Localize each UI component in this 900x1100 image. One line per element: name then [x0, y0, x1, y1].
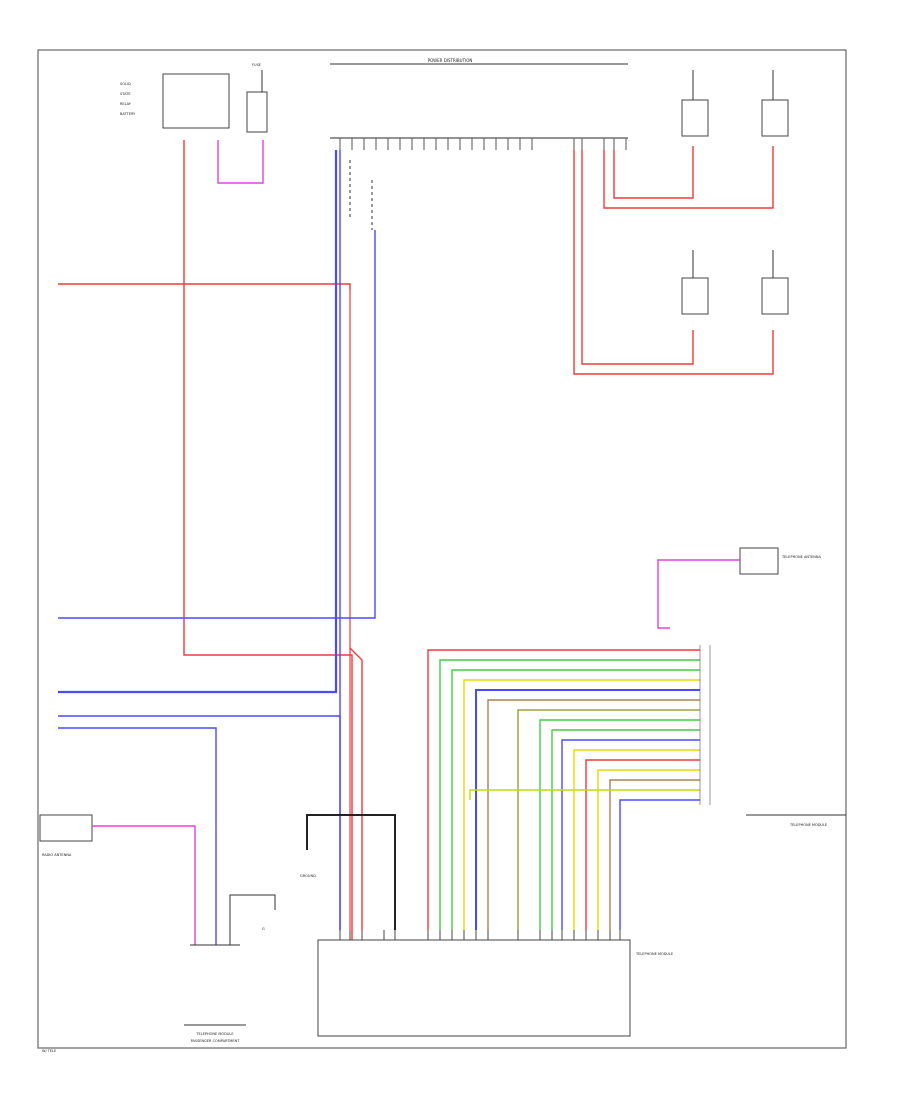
diagram-frame — [37, 49, 847, 1049]
blue-wire-4 — [58, 715, 341, 930]
blue-wire-5 — [58, 727, 217, 945]
module-pins — [339, 930, 621, 940]
telephone-module-label: TELEPHONE MODULE — [635, 952, 673, 956]
upper-connector-ticks — [339, 138, 627, 150]
speaker-rear-right — [681, 250, 709, 315]
harness-connector — [699, 645, 711, 805]
amp-connector — [190, 894, 276, 946]
harness-wires — [427, 649, 700, 930]
pink-wire-tel-antenna — [657, 559, 740, 629]
svg-text:RELAY: RELAY — [120, 102, 132, 106]
telephone-antenna-label: TELEPHONE ANTENNA — [781, 555, 822, 559]
right-harness-label: TELEPHONE MODULE — [789, 823, 827, 827]
radio-antenna-label: RADIO ANTENNA — [42, 853, 72, 857]
radio-antenna-module — [39, 814, 93, 842]
red-wire-2 — [349, 647, 363, 930]
speaker-wires — [573, 146, 774, 375]
speaker-rear-left — [761, 250, 789, 315]
top-header-text: POWER DISTRIBUTION — [428, 58, 473, 63]
corner-note: W/ TELE — [42, 1049, 56, 1053]
svg-text:GROUND: GROUND — [300, 874, 316, 878]
svg-text:FUSE: FUSE — [252, 63, 261, 67]
center-switch — [349, 160, 373, 230]
top-switch — [246, 91, 268, 133]
blue-wire-3 — [58, 150, 338, 694]
bottom-left-module-label: TELEPHONE MODULE — [195, 1032, 233, 1036]
speaker-front-left — [761, 70, 789, 137]
svg-text:SOLID: SOLID — [120, 82, 131, 86]
pink-wire-antenna — [92, 825, 196, 945]
telephone-antenna-module — [739, 547, 779, 575]
red-wire-upper — [58, 283, 351, 290]
telephone-module — [317, 939, 631, 1037]
red-wire-long — [183, 140, 353, 1030]
speaker-front-right — [681, 70, 709, 137]
svg-text:BATTERY: BATTERY — [120, 112, 136, 116]
ground-wire — [306, 814, 396, 930]
svg-text:STATE: STATE — [120, 92, 131, 96]
blue-wire-2 — [58, 230, 376, 619]
pink-wire-top — [217, 140, 264, 184]
svg-text:G: G — [262, 927, 265, 931]
bottom-left-caption: PASSENGER COMPARTMENT — [191, 1039, 241, 1043]
top-left-module — [162, 73, 230, 129]
